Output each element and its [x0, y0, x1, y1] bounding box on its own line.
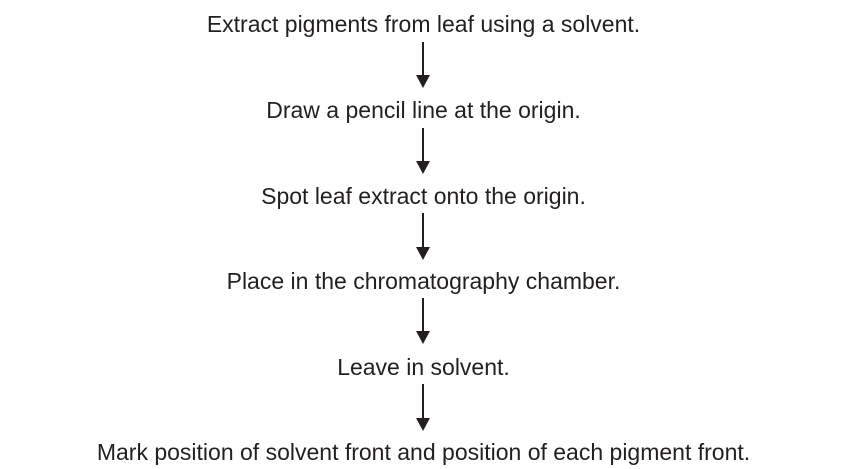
step-5-leave-in-solvent: Leave in solvent. — [337, 354, 510, 380]
step-6-mark-positions: Mark position of solvent front and posit… — [96, 439, 751, 465]
step-3-spot-leaf-extract: Spot leaf extract onto the origin. — [261, 183, 586, 209]
step-2-draw-pencil-line: Draw a pencil line at the origin. — [266, 97, 581, 123]
step-1-extract-pigments: Extract pigments from leaf using a solve… — [206, 11, 641, 37]
step-4-place-in-chamber: Place in the chromatography chamber. — [226, 268, 621, 294]
